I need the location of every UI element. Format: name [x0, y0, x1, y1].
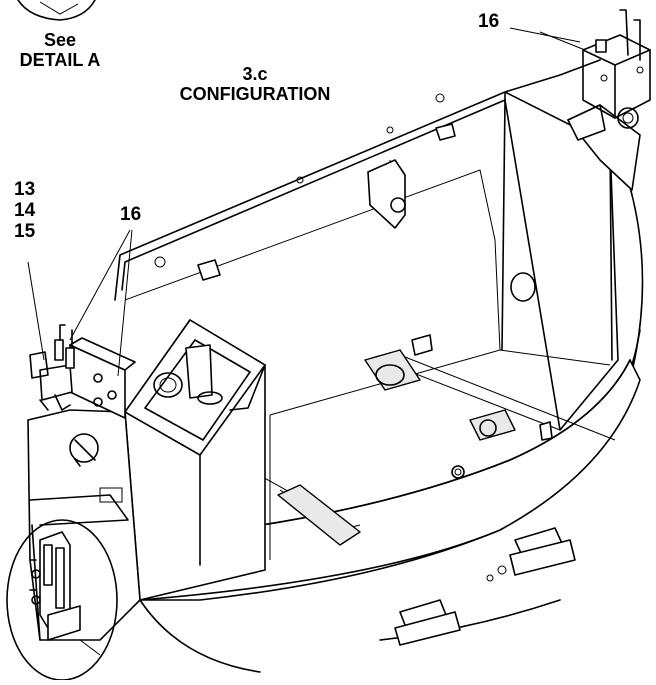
detail-a-circle [6, 519, 118, 681]
mounting-brackets [394, 527, 576, 646]
left-corner-column [124, 319, 266, 601]
right-corner-column [567, 9, 651, 191]
callout-13: 13 [14, 179, 36, 200]
callout-leaders [27, 27, 586, 377]
see-label: See [43, 30, 77, 50]
detail-a-label: DETAIL A [19, 50, 101, 70]
callout-14: 14 [14, 200, 36, 221]
callout-16-left: 16 [120, 204, 142, 225]
callout-16-top: 16 [478, 11, 500, 32]
configuration-number: 3.c [242, 64, 268, 84]
callout-15: 15 [14, 221, 36, 242]
detail-a-circle-fragment [17, 0, 96, 21]
configuration-title: CONFIGURATION [179, 84, 331, 104]
